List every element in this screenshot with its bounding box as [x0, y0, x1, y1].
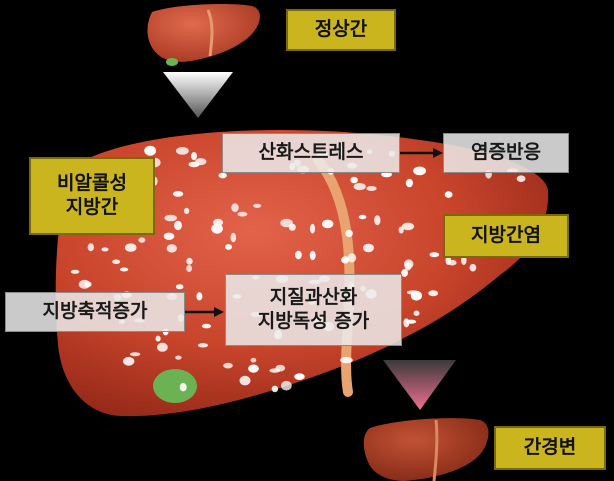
- fat-droplet: [186, 257, 193, 265]
- fat-droplet: [281, 380, 292, 391]
- fat-droplet: [124, 243, 137, 252]
- fat-droplet: [225, 244, 232, 250]
- fat-droplet: [196, 292, 203, 301]
- fat-droplet: [201, 323, 212, 329]
- fat-droplet: [237, 211, 248, 217]
- cirrhosis-label: 간경변: [494, 426, 606, 470]
- fat-droplet: [218, 172, 227, 179]
- fat-droplet: [413, 310, 420, 316]
- fat-droplet: [403, 318, 410, 328]
- fat-droplet: [164, 214, 177, 222]
- fat-droplet: [253, 203, 262, 208]
- fat-droplet: [250, 357, 257, 363]
- fat-droplet: [309, 250, 316, 261]
- fat-droplet: [197, 343, 209, 348]
- fat-droplet: [444, 191, 453, 198]
- fat-droplet: [353, 183, 366, 191]
- oxidative-stress-label: 산화스트레스: [222, 133, 400, 173]
- fat-droplet: [112, 259, 121, 265]
- arrow-stress-to-inflammation-icon: [400, 148, 443, 158]
- fat-droplet: [322, 219, 334, 229]
- fat-droplet: [374, 215, 381, 226]
- fat-droplet: [190, 152, 198, 161]
- fat-droplet: [174, 220, 182, 231]
- fat-accumulation-label: 지방축적증가: [5, 292, 185, 332]
- fat-droplet: [230, 232, 237, 243]
- fat-droplet: [119, 267, 129, 272]
- fat-droplet: [84, 281, 92, 288]
- fat-droplet: [87, 243, 95, 252]
- fat-droplet: [341, 256, 350, 264]
- down-arrow-1-icon: [163, 72, 233, 118]
- fat-droplet: [101, 247, 109, 252]
- fat-droplet: [223, 362, 233, 369]
- fat-droplet: [428, 290, 439, 297]
- fat-droplet: [516, 175, 526, 182]
- steatohepatitis-label: 지방간염: [443, 214, 569, 258]
- fat-droplet: [138, 237, 146, 243]
- fat-droplet: [410, 290, 422, 301]
- fat-droplet: [183, 207, 190, 214]
- normal-liver-label: 정상간: [286, 9, 396, 51]
- fat-droplet: [163, 232, 175, 240]
- fat-droplet: [413, 166, 426, 176]
- fat-droplet: [144, 145, 157, 156]
- fat-droplet: [363, 243, 374, 253]
- fat-droplet: [347, 253, 357, 263]
- down-arrow-2-icon: [383, 360, 456, 410]
- fat-droplet: [280, 218, 293, 228]
- fat-droplet: [350, 176, 358, 184]
- fat-droplet: [157, 342, 168, 352]
- fat-droplet: [295, 250, 302, 260]
- fat-droplet: [166, 244, 177, 253]
- fat-droplet: [70, 269, 80, 274]
- fat-droplet: [129, 352, 141, 357]
- fat-droplet: [429, 252, 440, 258]
- fat-droplet: [195, 158, 207, 166]
- nafld-label: 비알콜성 지방간: [29, 157, 155, 235]
- fat-droplet: [186, 265, 193, 272]
- fat-droplet: [469, 263, 477, 272]
- fat-droplet: [248, 364, 259, 373]
- fat-droplet: [175, 284, 184, 290]
- fat-droplet: [309, 223, 316, 234]
- fat-droplet: [340, 356, 353, 364]
- fat-droplet: [155, 335, 161, 342]
- fat-droplet: [401, 269, 408, 277]
- fat-droplet: [172, 191, 184, 197]
- fat-droplet: [231, 203, 239, 213]
- fat-droplet: [366, 186, 377, 191]
- fat-droplet: [269, 368, 281, 373]
- arrow-fat-to-lipid-icon: [184, 307, 224, 317]
- fat-droplet: [213, 218, 224, 226]
- inflammation-label: 염증반응: [443, 133, 569, 173]
- fat-droplet: [294, 373, 305, 380]
- lipid-peroxidation-label: 지질과산화 지방독성 증가: [225, 274, 402, 346]
- normal-liver-image: [147, 4, 260, 66]
- fat-droplet: [271, 385, 279, 393]
- fat-droplet: [179, 383, 187, 392]
- fat-droplet: [358, 214, 367, 220]
- fat-droplet: [175, 355, 182, 360]
- cirrhosis-liver-image: [363, 418, 489, 481]
- fat-droplet: [398, 226, 404, 234]
- fat-droplet: [123, 356, 135, 366]
- fat-droplet: [239, 375, 251, 386]
- fat-droplet: [176, 147, 189, 155]
- fat-droplet: [211, 223, 223, 234]
- gallbladder-shape: [153, 369, 197, 403]
- fat-droplet: [345, 229, 353, 238]
- fat-droplet: [405, 178, 413, 188]
- fat-droplet: [404, 261, 412, 271]
- fat-droplet: [381, 171, 392, 178]
- fat-droplet: [401, 222, 415, 231]
